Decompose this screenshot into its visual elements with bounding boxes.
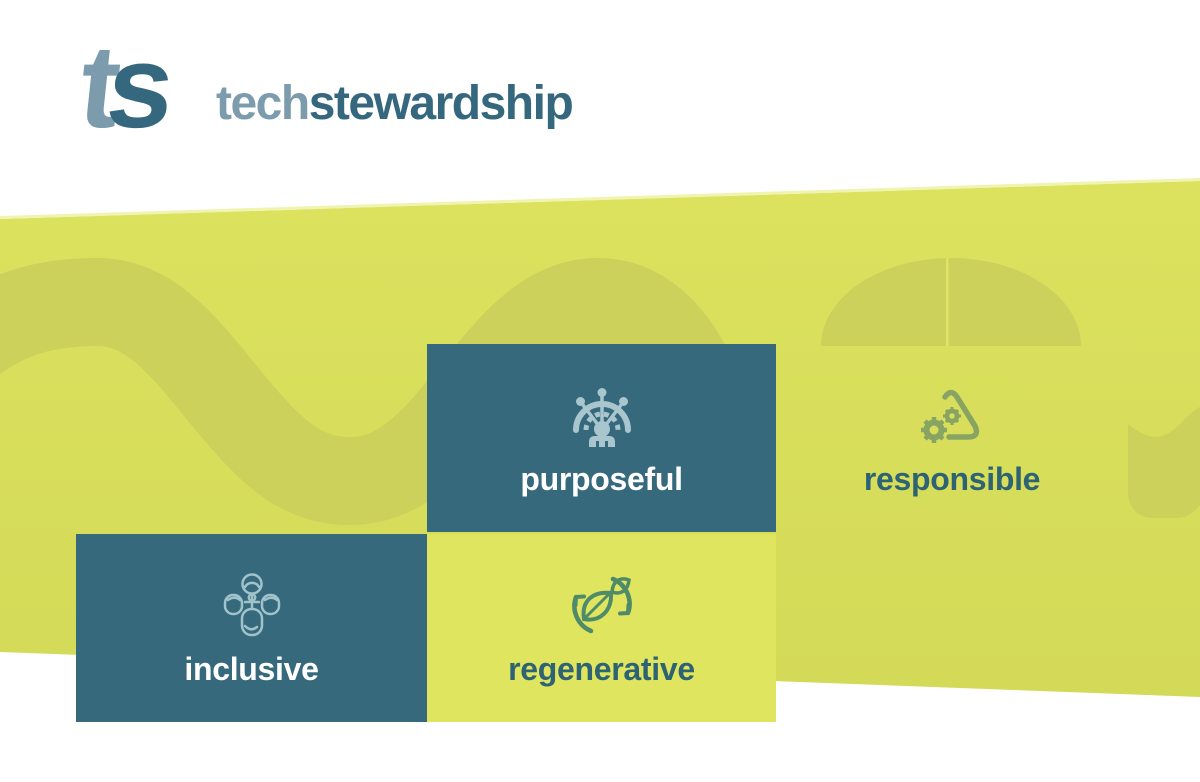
- dome-seam-line: [946, 258, 949, 346]
- wave-ribbon: [0, 257, 744, 526]
- ship-helm-person-icon: [569, 382, 635, 448]
- wordmark-stewardship: stewardship: [308, 77, 574, 130]
- ts-logo-mark: ts: [73, 21, 169, 158]
- techstewardship-wordmark: techstewardship: [216, 76, 574, 131]
- value-label: inclusive: [184, 650, 319, 687]
- value-label: purposeful: [520, 460, 683, 497]
- band-top-highlight: [0, 178, 1200, 219]
- wave-hook: [1128, 407, 1200, 518]
- value-tile-regenerative: regenerative: [427, 534, 776, 722]
- value-label: responsible: [863, 460, 1041, 497]
- leaves-cycle-icon: [569, 572, 635, 638]
- wave-dome: [821, 258, 1081, 346]
- gears-triangle-icon: [919, 382, 985, 448]
- wordmark-tech: tech: [216, 77, 310, 130]
- value-tile-responsible: responsible: [776, 344, 1128, 532]
- people-faces-icon: [220, 572, 284, 638]
- value-label: regenerative: [508, 650, 695, 687]
- value-tile-purposeful: purposeful: [427, 344, 776, 532]
- value-tile-inclusive: inclusive: [76, 534, 427, 722]
